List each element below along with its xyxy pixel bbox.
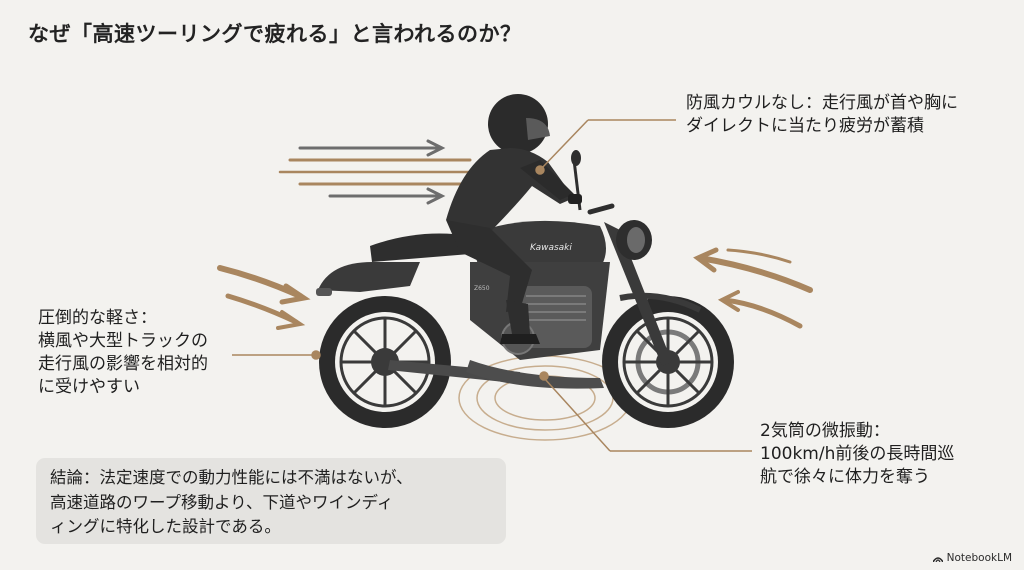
callout-windscreen: 防風カウルなし：走行風が首や胸に ダイレクトに当たり疲労が蓄積	[686, 92, 958, 138]
callout-line: 2気筒の微振動：	[760, 421, 890, 441]
side-badge: Z650	[474, 285, 490, 292]
callout-line: に受けやすい	[38, 377, 140, 397]
tank-logo: Kawasaki	[530, 243, 572, 253]
leader-lines	[232, 119, 752, 452]
callout-line: 防風カウルなし：走行風が首や胸に	[686, 93, 958, 113]
callout-line: ダイレクトに当たり疲労が蓄積	[686, 116, 924, 136]
conclusion-box: 結論：法定速度での動力性能には不満はないが、 高速道路のワープ移動より、下道やワ…	[36, 458, 506, 544]
crosswind-arrows-left	[217, 265, 311, 330]
callout-weight: 圧倒的な軽さ： 横風や大型トラックの 走行風の影響を相対的 に受けやすい	[38, 307, 208, 399]
rear-wheel	[319, 296, 451, 428]
crosswind-arrows-right	[693, 247, 813, 329]
callout-line: 走行風の影響を相対的	[38, 354, 208, 374]
conclusion-line: 結論：法定速度での動力性能には不満はないが、	[50, 468, 413, 487]
brand-label: NotebookLM	[946, 552, 1012, 564]
page-title: なぜ「高速ツーリングで疲れる」と言われるのか？	[28, 22, 522, 46]
conclusion-line: 高速道路のワープ移動より、下道やワインディ	[50, 492, 394, 512]
motorcycle	[316, 150, 734, 428]
callout-line: 航で徐々に体力を奪う	[760, 467, 930, 487]
notebooklm-icon	[932, 557, 943, 562]
callout-line: 圧倒的な軽さ：	[38, 308, 157, 328]
conclusion-line: ィングに特化した設計である。	[50, 517, 281, 536]
brand-watermark: NotebookLM	[932, 552, 1012, 564]
callout-line: 横風や大型トラックの	[38, 331, 208, 351]
callout-line: 100km/h前後の長時間巡	[760, 444, 955, 464]
callout-vibration: 2気筒の微振動： 100km/h前後の長時間巡 航で徐々に体力を奪う	[760, 420, 954, 489]
